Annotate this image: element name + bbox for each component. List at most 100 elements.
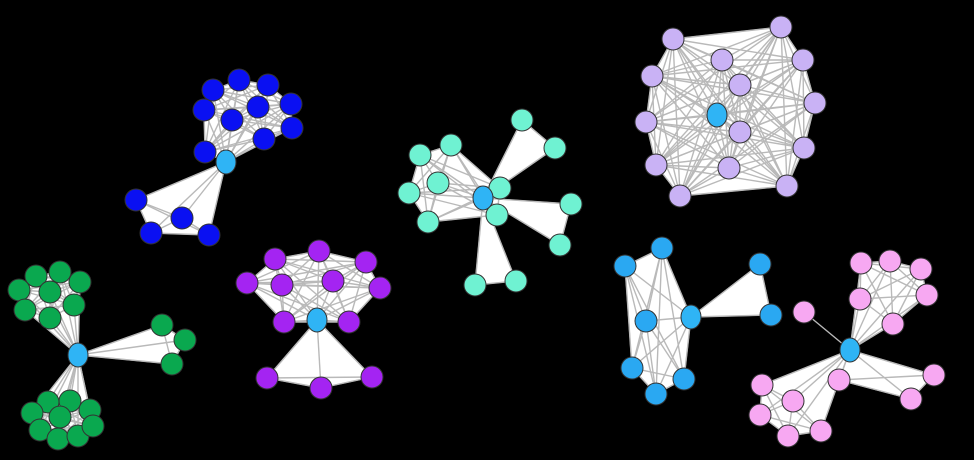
light-blue-network-node bbox=[759, 303, 783, 327]
lavender-network-edge bbox=[786, 59, 804, 187]
purple-network-edge bbox=[316, 261, 367, 321]
lavender-network-edge bbox=[645, 121, 741, 133]
green-network-node bbox=[38, 306, 62, 330]
pink-network-nodes bbox=[748, 249, 946, 448]
lavender-network-edge bbox=[728, 147, 805, 169]
green-network-edge bbox=[24, 309, 79, 356]
pink-network-node bbox=[809, 419, 833, 443]
lavender-network-edge bbox=[679, 131, 741, 197]
blue-network-node bbox=[256, 73, 280, 97]
light-blue-network-edge bbox=[645, 320, 657, 395]
pink-network-edge bbox=[849, 349, 912, 400]
lavender-network-edge bbox=[672, 38, 804, 61]
lavender-network-edge bbox=[651, 75, 718, 116]
purple-network-node bbox=[337, 310, 361, 334]
light-blue-network-edge bbox=[661, 247, 685, 380]
purple-network-node bbox=[235, 271, 259, 295]
green-network-node bbox=[13, 298, 37, 322]
blue-network-node bbox=[246, 95, 270, 119]
lavender-network-node bbox=[728, 120, 752, 144]
pink-network-node bbox=[848, 287, 872, 311]
pink-network-edge bbox=[849, 349, 935, 376]
lavender-network-edge bbox=[739, 84, 788, 187]
pink-network-node bbox=[909, 257, 933, 281]
lavender-network-node bbox=[803, 91, 827, 115]
lavender-network-hub-node bbox=[706, 102, 728, 128]
lavender-network-edge bbox=[679, 84, 741, 197]
green-network-node bbox=[68, 270, 92, 294]
blue-network-edge bbox=[204, 103, 292, 153]
blue-network-node bbox=[227, 68, 251, 92]
light-blue-network-node bbox=[613, 254, 637, 278]
blue-network-node bbox=[252, 127, 276, 151]
lavender-network-node bbox=[728, 73, 752, 97]
light-blue-network-node bbox=[644, 382, 668, 406]
lavender-network-edge bbox=[651, 75, 741, 86]
blue-network-hub-node bbox=[215, 149, 237, 175]
green-network-node bbox=[62, 293, 86, 317]
purple-network-node bbox=[255, 366, 279, 390]
lavender-network-edge bbox=[655, 84, 741, 166]
mint-network-node bbox=[504, 269, 528, 293]
purple-network-node bbox=[263, 247, 287, 271]
purple-network-node bbox=[321, 269, 345, 293]
lavender-network-edge bbox=[672, 26, 782, 40]
mint-network-edge bbox=[427, 214, 498, 223]
blue-network-edge bbox=[135, 161, 227, 201]
green-network-nodes bbox=[7, 260, 197, 451]
lavender-network-edge bbox=[651, 75, 788, 187]
lavender-network-edge bbox=[716, 114, 805, 149]
lavender-network-node bbox=[717, 156, 741, 180]
lavender-network-edge bbox=[739, 84, 805, 149]
blue-network-edge bbox=[181, 161, 227, 219]
purple-network-node bbox=[307, 239, 331, 263]
pink-network-hub-node bbox=[839, 337, 861, 363]
lavender-network-edge bbox=[672, 38, 718, 116]
light-blue-network-node bbox=[672, 367, 696, 391]
purple-network-node bbox=[354, 250, 378, 274]
mint-network-node bbox=[559, 192, 583, 216]
light-blue-network-node bbox=[620, 356, 644, 380]
light-blue-network-edge bbox=[631, 316, 692, 369]
lavender-network-edge bbox=[655, 164, 730, 169]
mint-network-node bbox=[439, 133, 463, 157]
lavender-network-node bbox=[710, 48, 734, 72]
blue-network-node bbox=[193, 140, 217, 164]
lavender-network-edge bbox=[716, 102, 816, 116]
light-blue-network-node bbox=[634, 309, 658, 333]
purple-network-edge bbox=[246, 261, 367, 284]
purple-network-edge bbox=[316, 319, 373, 378]
lavender-network-edge bbox=[651, 75, 730, 169]
purple-network-node bbox=[270, 273, 294, 297]
purple-network-edge bbox=[274, 258, 350, 323]
lavender-network-edge bbox=[679, 185, 788, 197]
purple-network-edge bbox=[274, 258, 318, 321]
green-network-node bbox=[24, 264, 48, 288]
green-network-edge bbox=[39, 354, 79, 431]
purple-network-edge bbox=[283, 261, 367, 323]
purple-network-node bbox=[368, 276, 392, 300]
green-network-hub-node bbox=[67, 342, 89, 368]
mint-network-node bbox=[408, 143, 432, 167]
lavender-network-node bbox=[644, 153, 668, 177]
light-blue-network-edge bbox=[655, 316, 692, 395]
lavender-network-edge bbox=[655, 38, 674, 166]
green-network-node bbox=[48, 405, 72, 429]
pink-network-edge bbox=[838, 374, 935, 381]
lavender-network-edge bbox=[645, 121, 730, 169]
lavender-network-edge bbox=[728, 26, 782, 169]
purple-network-node bbox=[309, 376, 333, 400]
light-blue-network-edge bbox=[645, 320, 685, 380]
green-network-node bbox=[160, 352, 184, 376]
lavender-network-edge bbox=[672, 38, 741, 86]
light-blue-network-node bbox=[650, 236, 674, 260]
green-network-edge bbox=[77, 339, 186, 356]
pink-network-node bbox=[748, 403, 772, 427]
mint-network-edge bbox=[408, 192, 484, 199]
lavender-network-edge bbox=[672, 38, 681, 197]
light-blue-network-edge bbox=[624, 265, 633, 369]
lavender-network-edge bbox=[645, 121, 805, 149]
lavender-network-edge bbox=[655, 59, 723, 166]
light-blue-network-node bbox=[748, 252, 772, 276]
pink-network-edge bbox=[838, 379, 912, 400]
